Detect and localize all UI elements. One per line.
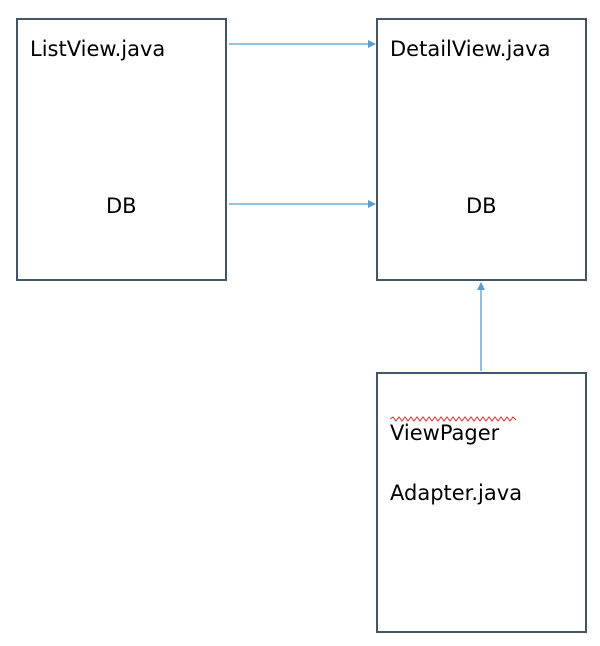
detailview-db-label: DB	[466, 194, 497, 218]
detailview-title: DetailView.java	[390, 37, 551, 61]
viewpager-title: ViewPager Adapter.java	[390, 388, 522, 538]
listview-title: ListView.java	[30, 37, 166, 61]
viewpager-title-line2: Adapter.java	[390, 481, 523, 505]
listview-box: ListView.java DB	[16, 18, 227, 281]
viewpager-box: ViewPager Adapter.java	[376, 372, 587, 633]
viewpager-title-line1: ViewPager	[390, 421, 500, 445]
detailview-box: DetailView.java DB	[376, 18, 587, 281]
spellcheck-underline	[390, 416, 517, 422]
listview-db-label: DB	[106, 194, 137, 218]
